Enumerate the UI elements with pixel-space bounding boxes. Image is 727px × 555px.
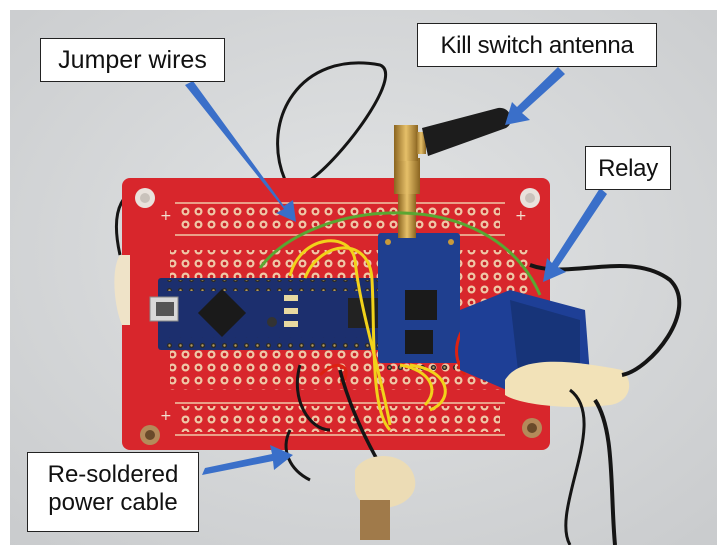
- circuit-photo: + + +: [10, 10, 717, 545]
- callout-jumper-wires-text: Jumper wires: [58, 46, 207, 74]
- rf-module: [378, 233, 460, 370]
- callout-power-cable: Re-soldered power cable: [27, 452, 199, 532]
- hot-glue-left: [114, 255, 130, 325]
- arrow-power-cable: [202, 445, 293, 475]
- arrows: [185, 67, 607, 475]
- hot-glue-relay: [505, 361, 630, 407]
- callout-relay-text: Relay: [598, 155, 658, 182]
- svg-text:+: +: [515, 208, 527, 224]
- antenna: [394, 107, 512, 238]
- hot-glue-power: [355, 456, 416, 509]
- svg-text:+: +: [160, 408, 172, 424]
- black-wire-bottom: [295, 364, 331, 432]
- callout-power-cable-line2: power cable: [48, 488, 178, 516]
- callout-kill-switch-antenna-text: Kill switch antenna: [440, 32, 634, 59]
- arrow-jumper-wires: [185, 81, 296, 222]
- yellow-wires: [288, 239, 447, 432]
- black-wire-loop: [276, 61, 388, 182]
- green-wire: [258, 211, 542, 296]
- arrow-relay: [543, 188, 607, 282]
- arrow-kill-switch: [505, 67, 565, 125]
- relay-wire-top: [529, 263, 682, 377]
- relay: [460, 290, 630, 407]
- callout-jumper-wires: Jumper wires: [40, 38, 225, 82]
- callout-power-cable-line1: Re-soldered: [47, 461, 179, 488]
- power-plug: [360, 500, 390, 540]
- callout-kill-switch-antenna: Kill switch antenna: [417, 23, 657, 67]
- svg-text:+: +: [160, 208, 172, 224]
- relay-wire-bottom: [593, 398, 617, 545]
- relay-wire-right: [564, 388, 586, 545]
- callout-relay: Relay: [585, 146, 671, 190]
- black-wire-power-b: [284, 429, 311, 482]
